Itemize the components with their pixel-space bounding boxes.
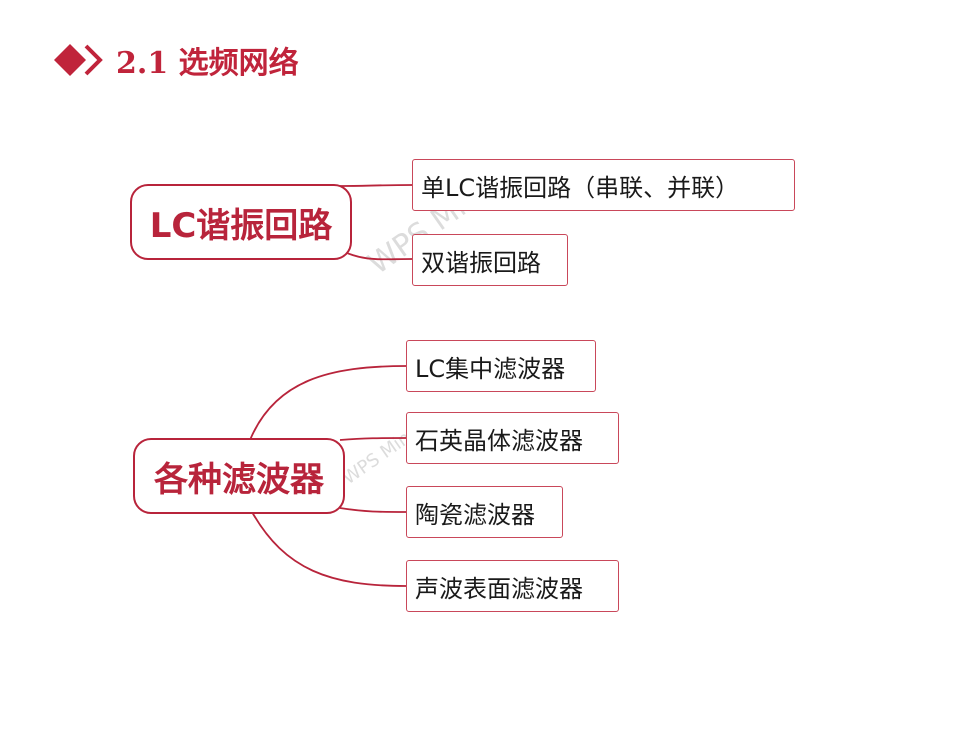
title-text: 2.1 选频网络 <box>116 46 299 81</box>
mindmap-leaf-double-resonance[interactable]: 双谐振回路 <box>412 234 568 286</box>
connector-line <box>249 365 407 441</box>
connector-line <box>339 437 407 441</box>
mindmap-leaf-single-lc[interactable]: 单LC谐振回路（串联、并联） <box>412 159 795 211</box>
connector-line <box>339 249 413 261</box>
connector-line <box>339 184 413 187</box>
mindmap-leaf-quartz-filter[interactable]: 石英晶体滤波器 <box>406 412 619 464</box>
mindmap-leaf-saw-filter[interactable]: 声波表面滤波器 <box>406 560 619 612</box>
diamond-arrow-icon <box>54 44 103 76</box>
page-title: 2.1 选频网络 <box>52 38 299 82</box>
connector-line <box>251 511 407 587</box>
mindmap-leaf-ceramic-filter[interactable]: 陶瓷滤波器 <box>406 486 563 538</box>
mindmap-root-filters[interactable]: 各种滤波器 <box>133 438 345 514</box>
mindmap-root-lc-resonance[interactable]: LC谐振回路 <box>130 184 352 260</box>
mindmap-leaf-lc-lumped-filter[interactable]: LC集中滤波器 <box>406 340 596 392</box>
connector-line <box>339 507 407 513</box>
